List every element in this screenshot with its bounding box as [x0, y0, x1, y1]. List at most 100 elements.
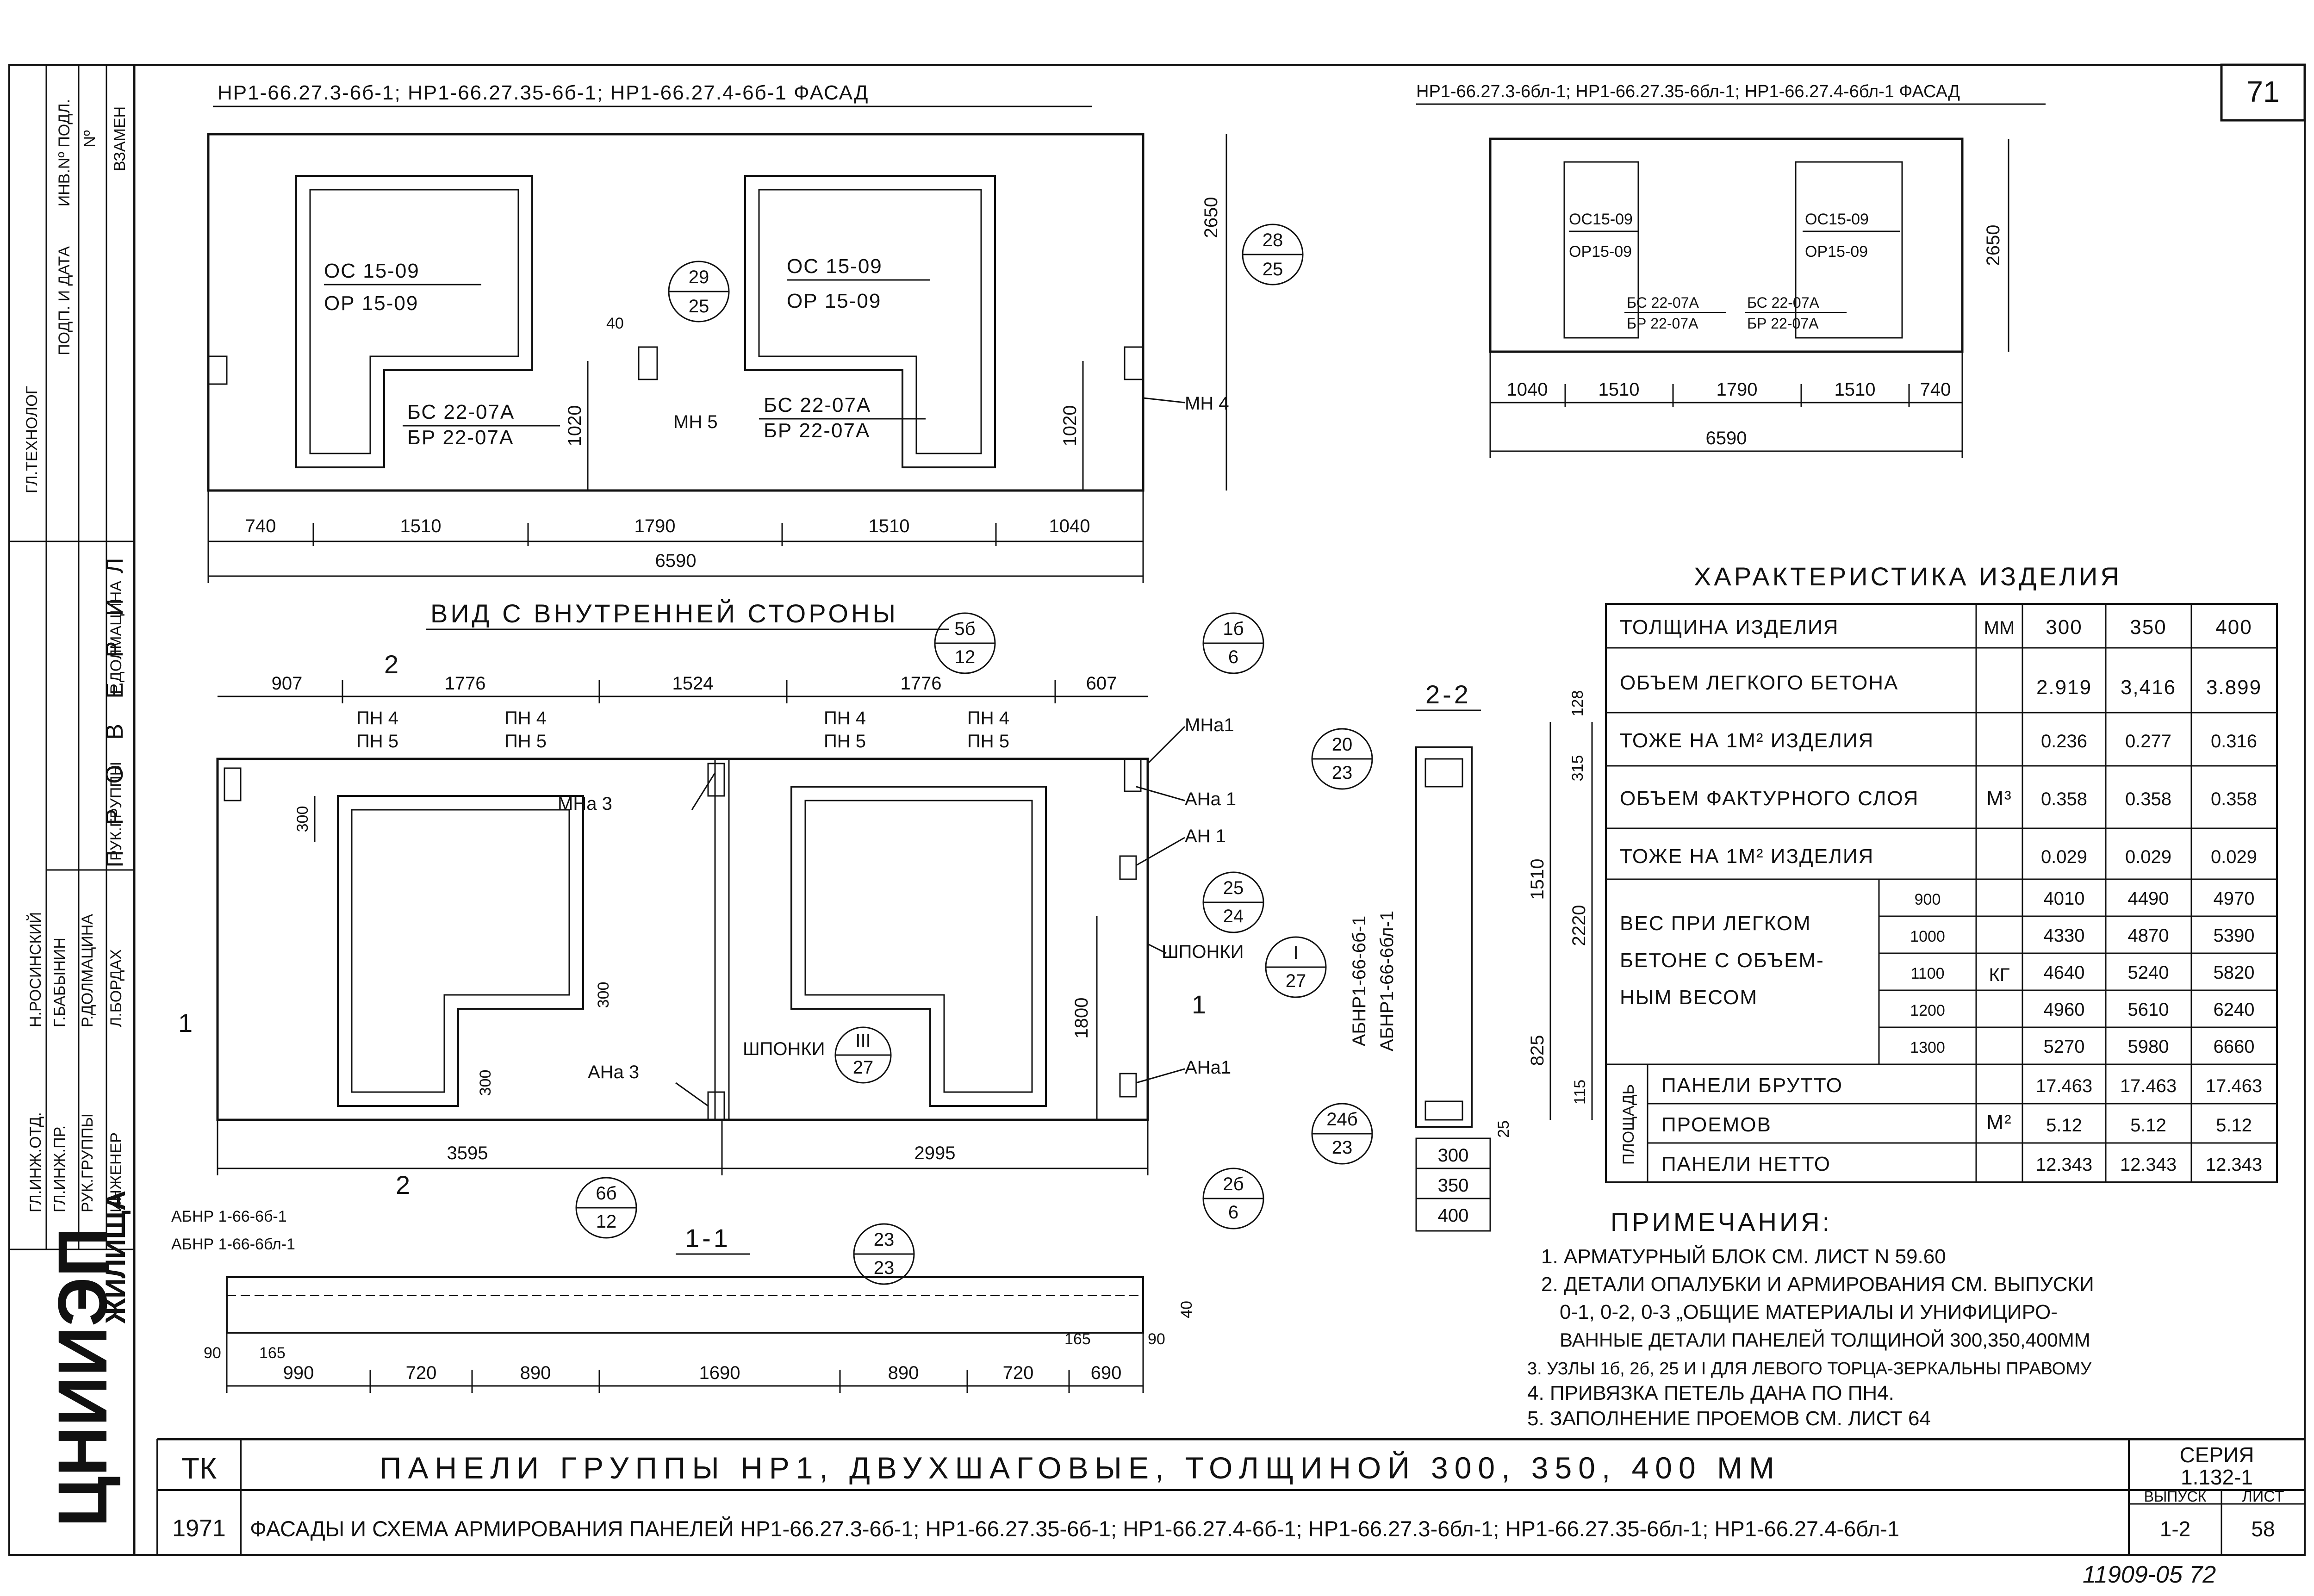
sheet-frame: 71	[8, 63, 2306, 1556]
s11-dim-5: 720	[1003, 1363, 1034, 1383]
inner-d300a: 300	[294, 806, 311, 832]
inner-shponki: ШПОНКИ	[1162, 942, 1244, 962]
weight-label-2: НЫМ ВЕСОМ	[1620, 986, 1758, 1009]
f1-dim-4: 1040	[1049, 516, 1090, 536]
inner-ana3: АНа 3	[588, 1062, 639, 1082]
notes-title: ПРИМЕЧАНИЯ:	[1611, 1207, 1832, 1236]
area2-v2: 12.343	[2206, 1155, 2262, 1175]
node-6b-bot: 12	[596, 1211, 617, 1232]
f1-mn5: МН 5	[673, 412, 718, 432]
char-row0-unit: ММ	[1984, 618, 2015, 638]
w3-v0: 4960	[2044, 1000, 2085, 1020]
s22-v3: 2220	[1569, 905, 1589, 946]
char-row0-v2: 400	[2215, 616, 2252, 639]
cut-1-right: 1	[1192, 990, 1209, 1019]
f2-dim-0: 1040	[1507, 379, 1548, 400]
name-3: Л.БОРДАХ	[107, 949, 125, 1027]
f2-door1-top: БС 22-07А	[1627, 294, 1699, 311]
footer-code: 11909-05 72	[2083, 1561, 2216, 1588]
checked-role: РУК.ГРУППЫ	[107, 762, 125, 861]
f1-h1020a: 1020	[565, 405, 585, 447]
s22-v6: 25	[1495, 1120, 1512, 1138]
f1-dim-0: 740	[245, 516, 276, 536]
s22-v4: 825	[1527, 1035, 1548, 1066]
char-row0-v0: 300	[2046, 616, 2082, 639]
w4-v1: 5980	[2128, 1037, 2169, 1057]
node-5b-top: 5б	[954, 619, 975, 639]
s11-dim-4: 890	[888, 1363, 919, 1383]
note-2: 0-1, 0-2, 0-3 „ОБЩИЕ МАТЕРИАЛЫ И УНИФИЦИ…	[1560, 1301, 2058, 1323]
pn-top-1: ПН 4	[504, 708, 547, 728]
f1-d40: 40	[606, 315, 624, 332]
tb-vyp-label: ВЫПУСК	[2144, 1488, 2207, 1505]
area0-v1: 17.463	[2120, 1076, 2177, 1096]
f2-door2-top: БС 22-07А	[1747, 294, 1819, 311]
char-title: ХАРАКТЕРИСТИКА ИЗДЕЛИЯ	[1694, 562, 2122, 591]
facade-1: НР1-66.27.3-6б-1; НР1-66.27.35-6б-1; НР1…	[207, 81, 1304, 583]
stamp-tech: ГЛ.ТЕХНОЛОГ	[23, 386, 41, 493]
f2-dim-3: 1510	[1835, 379, 1876, 400]
inner-an1: АН 1	[1185, 826, 1226, 846]
s11-dim-6: 690	[1091, 1363, 1122, 1383]
tb-vyp: 1-2	[2160, 1517, 2190, 1541]
w1-v0: 4330	[2044, 925, 2085, 946]
node-1b-top: 1б	[1223, 619, 1244, 639]
f1-win1-top: ОС 15-09	[324, 260, 420, 282]
f2-win2-bot: ОР15-09	[1805, 243, 1868, 261]
pn-top-0: ПН 4	[356, 708, 398, 728]
f2-total: 6590	[1706, 428, 1747, 448]
node-25-bot: 24	[1223, 906, 1244, 926]
char-row3-unit: М³	[1986, 787, 2012, 810]
f1-door2-top: БС 22-07А	[764, 394, 871, 416]
inner-title: ВИД С ВНУТРЕННЕЙ СТОРОНЫ	[430, 599, 898, 628]
s22-v1: 315	[1569, 755, 1586, 782]
name-0: Н.РОСИНСКИЙ	[27, 912, 44, 1027]
area1-v1: 5.12	[2130, 1115, 2166, 1136]
node-1b-bot: 6	[1228, 647, 1238, 667]
inner-topdim-1: 1776	[445, 673, 486, 694]
org-logo: ЦНИИЭП	[44, 1227, 121, 1527]
w3-v2: 6240	[2214, 1000, 2255, 1020]
char-row2-v1: 0.277	[2125, 731, 2171, 751]
f2-win1-bot: ОР15-09	[1569, 243, 1632, 261]
pn-top-2: ПН 4	[824, 708, 866, 728]
char-row4-v1: 0.029	[2125, 847, 2171, 867]
char-row3-v1: 0.358	[2125, 789, 2171, 809]
f1-door1-top: БС 22-07А	[407, 401, 515, 423]
inner-topdim-0: 907	[272, 673, 303, 694]
characteristics-table: ХАРАКТЕРИСТИКА ИЗДЕЛИЯ ТОЛЩИНА ИЗДЕЛИЯ М…	[1605, 562, 2278, 1183]
f2-dim-2: 1790	[1717, 379, 1758, 400]
tb-list: 58	[2251, 1517, 2275, 1541]
w2-v2: 5820	[2214, 963, 2255, 983]
w4-d: 1300	[1910, 1039, 1945, 1056]
inner-topdim-3: 1776	[901, 673, 942, 694]
area1-v2: 5.12	[2216, 1115, 2252, 1136]
f2-win2-top: ОС15-09	[1805, 211, 1869, 228]
area1-label: ПРОЕМОВ	[1661, 1113, 1772, 1136]
s11-d40: 40	[1178, 1301, 1195, 1318]
pn-bot-1: ПН 5	[504, 731, 547, 751]
weight-unit: КГ	[1989, 965, 2010, 985]
f1-h1020b: 1020	[1060, 405, 1080, 447]
w4-v2: 6660	[2214, 1037, 2255, 1057]
w1-v2: 5390	[2214, 925, 2255, 946]
weight-label-0: ВЕС ПРИ ЛЕГКОМ	[1620, 912, 1811, 935]
name-2: Р.ДОЛМАЦИНА	[79, 914, 96, 1027]
w0-v0: 4010	[2044, 888, 2085, 909]
inner-topdim-4: 607	[1086, 673, 1117, 694]
tb-seria-label: СЕРИЯ	[2180, 1443, 2254, 1467]
inner-view: ВИД С ВНУТРЕННЕЙ СТОРОНЫ 2 2 1 1 907 177…	[178, 599, 1327, 1239]
note-6: 5. ЗАПОЛНЕНИЕ ПРОЕМОВ СМ. ЛИСТ 64	[1527, 1407, 1931, 1430]
char-row2-v0: 0.236	[2041, 731, 2087, 751]
w3-d: 1200	[1910, 1002, 1945, 1019]
inner-shponki2: ШПОНКИ	[743, 1039, 825, 1059]
char-row0-v1: 350	[2130, 616, 2166, 639]
s11-small-1: 165	[259, 1344, 286, 1362]
f2-dim-4: 740	[1920, 379, 1951, 400]
s22-label-1: АБНР1-66-6бл-1	[1377, 911, 1397, 1051]
notes: ПРИМЕЧАНИЯ: 1. АРМАТУРНЫЙ БЛОК СМ. ЛИСТ …	[1527, 1207, 2094, 1430]
node-III-bot: 27	[853, 1057, 874, 1078]
f2-door2-bot: БР 22-07А	[1747, 315, 1819, 332]
f1-node-b-top: 28	[1263, 230, 1283, 250]
